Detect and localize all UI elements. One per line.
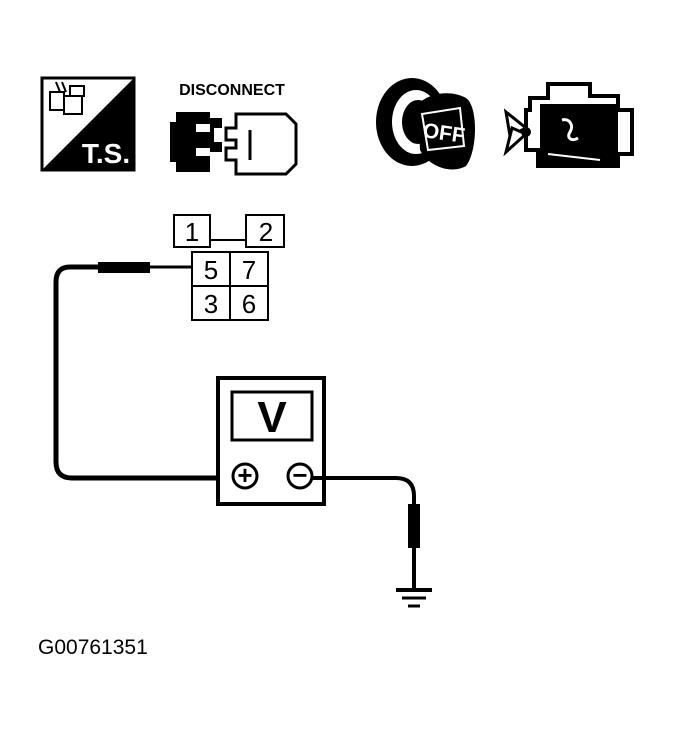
- pin-label: 7: [242, 255, 256, 285]
- connector-disconnect-icon: DISCONNECT: [170, 82, 298, 176]
- connector-block: 1 2 5 7 3 6: [173, 214, 285, 321]
- pin-label: 3: [204, 289, 218, 319]
- positive-lead: [53, 262, 232, 481]
- pin-label: 6: [242, 289, 256, 319]
- pin-label: 2: [259, 217, 273, 247]
- negative-lead: [312, 476, 420, 590]
- ts-label: T.S.: [82, 138, 130, 169]
- positive-probe: [98, 262, 150, 273]
- ts-connector-icon: T.S.: [40, 76, 136, 172]
- voltmeter: V + −: [216, 376, 326, 506]
- voltmeter-display-label: V: [257, 393, 287, 442]
- positive-terminal: [231, 462, 259, 490]
- voltmeter-display: [230, 390, 314, 442]
- ground-symbol: [396, 588, 432, 608]
- disconnect-label: DISCONNECT: [179, 82, 285, 99]
- pin-label: 1: [185, 217, 199, 247]
- pin-label: 5: [204, 255, 218, 285]
- figure-id: G00761351: [38, 636, 148, 659]
- positive-terminal-label: +: [237, 460, 252, 490]
- negative-probe: [408, 504, 420, 548]
- ignition-key-off-icon: OFF: [376, 78, 475, 170]
- engine-icon: [503, 82, 634, 168]
- negative-terminal-label: −: [292, 460, 307, 490]
